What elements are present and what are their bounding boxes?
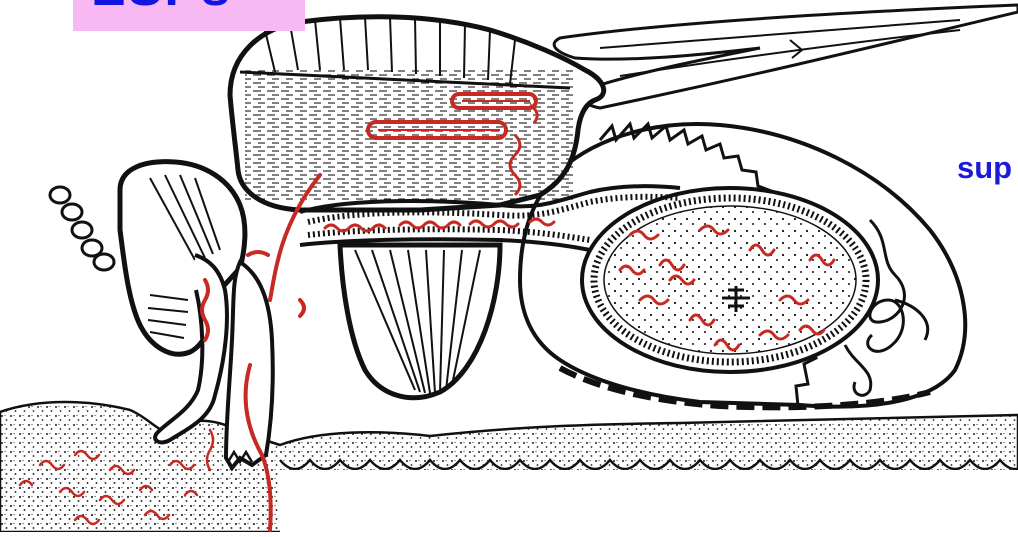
wing xyxy=(554,5,1018,108)
antenna xyxy=(50,187,114,270)
salivary-gland xyxy=(582,188,878,372)
thorax xyxy=(230,17,604,210)
head xyxy=(50,162,245,443)
header-label-box: ESPs xyxy=(73,0,305,31)
header-label-text: ESPs xyxy=(91,0,232,18)
ventral-muscle-fan xyxy=(340,245,500,398)
edge-label-text: sup xyxy=(957,150,1012,186)
